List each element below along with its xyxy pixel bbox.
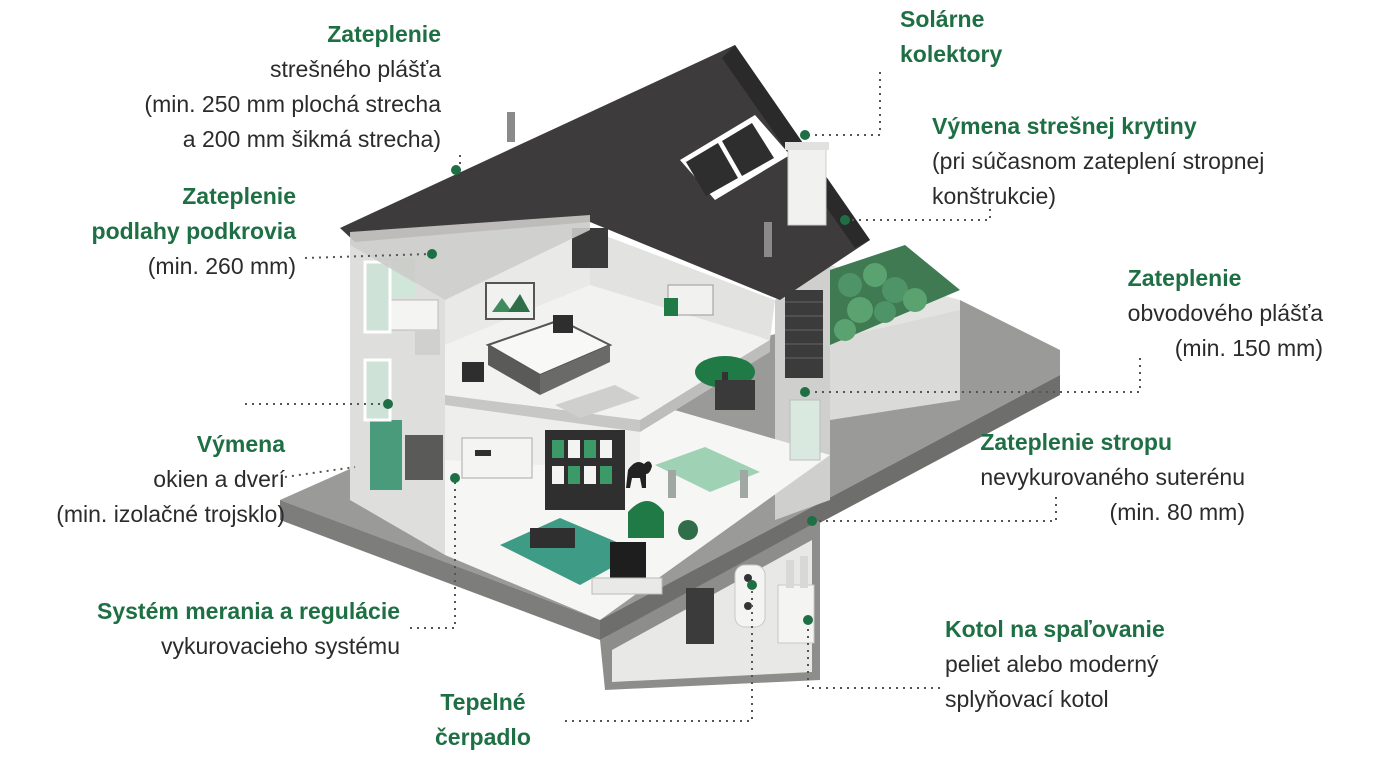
label-roof-insulation: Zateplenie strešného plášťa (min. 250 mm… [144,17,441,157]
label-line: (min. 260 mm) [147,253,296,279]
label-line: peliet alebo moderný [945,651,1159,677]
label-line: splyňovací kotol [945,686,1109,712]
label-line: okien a dverí [153,466,285,492]
label-line: (min. 250 mm plochá strecha [144,91,441,117]
label-line: (min. 80 mm) [1109,499,1245,525]
label-line: konštrukcie) [932,183,1056,209]
label-title: čerpadlo [435,724,531,750]
solar-panels [680,115,790,200]
label-windows: Výmena okien a dverí (min. izolačné troj… [56,427,285,532]
boiler-unit [734,564,766,628]
label-title: Výmena [196,431,285,457]
label-line: a 200 mm šikmá strecha) [182,126,441,152]
label-title: Zateplenie [327,21,441,47]
fridge [370,420,402,490]
label-title: Kotol na spaľovanie [945,616,1165,642]
dining-table [655,447,760,492]
main-roof [340,45,870,300]
label-title: podlahy podkrovia [91,218,296,244]
label-title: Tepelné [440,689,526,715]
label-line: nevykurovaného suterénu [980,464,1245,490]
label-solar: Solárne kolektory [900,2,1002,72]
label-line: obvodového plášťa [1127,300,1323,326]
label-title: Systém merania a regulácie [97,598,400,624]
label-title: Zateplenie [1127,265,1242,291]
label-line: (min. izolačné trojsklo) [56,501,285,527]
label-line: vykurovacieho systému [160,633,400,659]
label-title: Zateplenie [182,183,296,209]
label-title: Zateplenie stropu [980,429,1173,455]
label-line: (min. 150 mm) [1174,335,1323,361]
label-boiler: Kotol na spaľovanie peliet alebo moderný… [945,612,1165,717]
leader-lines [245,72,1141,722]
label-title: Výmena strešnej krytiny [932,113,1197,139]
facade-vent [785,290,823,378]
label-heat-pump: Tepelné čerpadlo [435,685,531,755]
label-line: strešného plášťa [269,56,441,82]
label-walls: Zateplenie obvodového plášťa (min. 150 m… [1128,261,1323,366]
label-basement-ceiling: Zateplenie stropu nevykurovaného suterén… [980,425,1245,530]
label-attic-floor: Zateplenie podlahy podkrovia (min. 260 m… [92,179,296,284]
label-title: kolektory [900,41,1003,67]
label-line: (pri súčasnom zateplení stropnej [932,148,1265,174]
tv [610,542,646,580]
leader-markers [383,130,850,625]
label-regulation: Systém merania a regulácie vykurovacieho… [97,594,400,664]
chimney [787,144,827,226]
label-title: Solárne [900,6,985,32]
label-roof-cover: Výmena strešnej krytiny (pri súčasnom za… [932,109,1264,214]
